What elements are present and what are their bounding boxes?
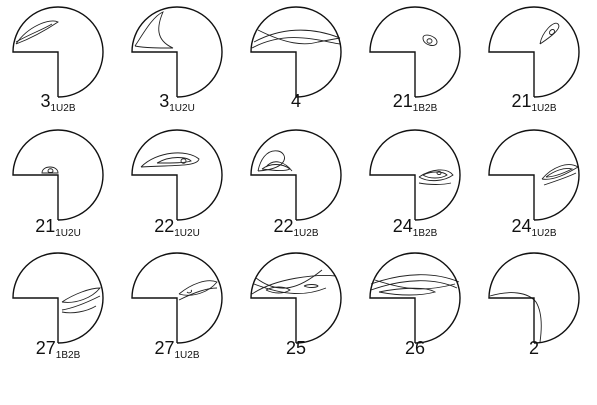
label-subscript: 1U2B xyxy=(294,228,319,239)
label-main: 21 xyxy=(511,91,531,111)
billiard-boundary xyxy=(132,130,222,220)
panel-label: 26 xyxy=(405,338,425,358)
orbit-curves xyxy=(540,23,559,44)
panel-p6: 211U2U xyxy=(13,130,103,239)
label-main: 25 xyxy=(286,338,306,358)
orbit-curves xyxy=(423,35,437,45)
label-subscript: 1B2B xyxy=(56,350,81,361)
panel-label: 4 xyxy=(291,91,301,111)
billiard-boundary xyxy=(13,253,103,343)
billiard-boundary xyxy=(370,253,460,343)
panel-p8: 221U2B xyxy=(251,130,341,239)
billiard-boundary xyxy=(13,7,103,97)
orbit-curves xyxy=(252,270,336,294)
orbit-path xyxy=(304,285,318,288)
billiard-boundary xyxy=(251,7,341,97)
panel-p15: 2 xyxy=(489,253,579,358)
label-subscript: 1U2B xyxy=(532,103,557,114)
panel-p11: 271B2B xyxy=(13,253,103,361)
billiard-boundary xyxy=(132,253,222,343)
label-subscript: 1B2B xyxy=(413,228,438,239)
label-main: 24 xyxy=(393,216,413,236)
orbit-path xyxy=(135,12,173,48)
orbit-curves xyxy=(371,275,459,295)
label-subscript: 1B2B xyxy=(413,103,438,114)
orbit-path xyxy=(254,284,326,294)
billiard-boundary xyxy=(489,130,579,220)
panel-p5: 211U2B xyxy=(489,7,579,114)
panel-p14: 26 xyxy=(370,253,460,358)
label-subscript: 1U2B xyxy=(532,228,557,239)
panel-p4: 211B2B xyxy=(370,7,460,114)
panel-p13: 25 xyxy=(251,253,341,358)
orbit-curves xyxy=(258,151,292,171)
label-main: 3 xyxy=(40,91,50,111)
label-main: 24 xyxy=(511,216,531,236)
orbit-curves xyxy=(419,170,453,185)
label-main: 22 xyxy=(154,216,174,236)
orbit-curves xyxy=(62,288,100,313)
panel-p2: 31U2U xyxy=(132,7,222,114)
billiard-boundary xyxy=(251,130,341,220)
panel-label: 2 xyxy=(529,338,539,358)
label-subscript: 1U2U xyxy=(55,228,81,239)
label-main: 22 xyxy=(273,216,293,236)
orbit-path xyxy=(437,172,441,175)
orbit-path xyxy=(379,288,435,295)
billiard-boundary xyxy=(132,7,222,97)
orbit-curves xyxy=(179,281,217,300)
label-main: 21 xyxy=(35,216,55,236)
label-main: 27 xyxy=(36,338,56,358)
orbit-path xyxy=(375,280,455,289)
orbit-path xyxy=(252,276,336,294)
orbit-path xyxy=(48,169,53,173)
label-subscript: 1U2B xyxy=(175,350,200,361)
panel-p12: 271U2B xyxy=(132,253,222,361)
panel-p1: 31U2B xyxy=(13,7,103,114)
orbit-path xyxy=(62,288,100,302)
orbit-path xyxy=(419,183,451,185)
orbit-curves xyxy=(252,30,340,48)
label-main: 21 xyxy=(393,91,413,111)
billiard-boundary xyxy=(370,7,460,97)
orbit-curves xyxy=(141,153,199,167)
label-main: 2 xyxy=(529,338,539,358)
orbit-path xyxy=(258,151,285,171)
orbit-curves xyxy=(42,167,58,173)
orbit-path xyxy=(423,35,437,45)
label-subscript: 1U2U xyxy=(174,228,200,239)
orbit-curves xyxy=(135,12,173,48)
billiard-boundary xyxy=(251,253,341,343)
label-main: 3 xyxy=(159,91,169,111)
orbit-path xyxy=(427,39,432,44)
label-main: 4 xyxy=(291,91,301,111)
billiard-boundary xyxy=(489,7,579,97)
panel-label: 25 xyxy=(286,338,306,358)
panel-p3: 4 xyxy=(251,7,341,111)
panel-p10: 241U2B xyxy=(489,130,579,239)
label-subscript: 1U2U xyxy=(169,103,195,114)
orbit-path xyxy=(187,290,192,293)
orbit-path xyxy=(549,29,554,34)
panel-p7: 221U2U xyxy=(132,130,222,239)
billiard-boundary xyxy=(13,130,103,220)
billiard-boundary xyxy=(489,253,579,343)
label-subscript: 1U2B xyxy=(51,103,76,114)
label-main: 27 xyxy=(154,338,174,358)
label-main: 26 xyxy=(405,338,425,358)
orbit-curves xyxy=(542,165,578,185)
panel-p9: 241B2B xyxy=(370,130,460,239)
